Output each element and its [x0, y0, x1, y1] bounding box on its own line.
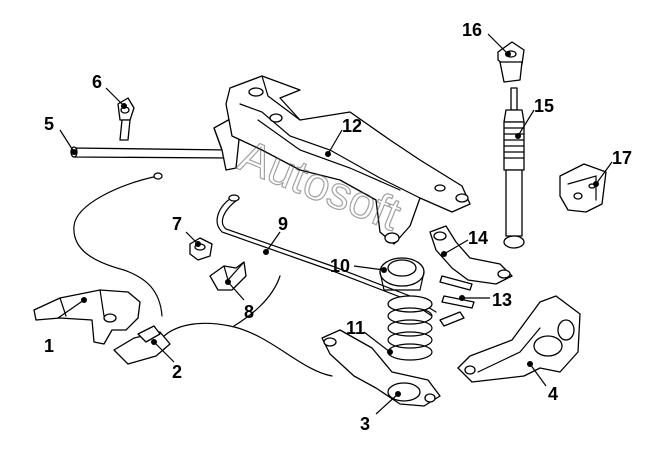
bolts-part: [439, 275, 475, 327]
callout-4: 4: [548, 384, 558, 404]
upper-link-arm-part: [429, 225, 513, 285]
shock-absorber-part: [503, 87, 525, 249]
callout-17: 17: [612, 148, 632, 168]
coil-spring-part: [387, 295, 433, 361]
link-bushing-part: [117, 97, 135, 141]
callout-9: 9: [278, 214, 288, 234]
callout-3: 3: [360, 414, 370, 434]
callout-6: 6: [92, 72, 102, 92]
brake-cable-part: [73, 172, 333, 377]
clamp-part: [209, 261, 247, 291]
bushing-part: [189, 237, 213, 261]
callout-15: 15: [534, 96, 554, 116]
bracket-part: [559, 163, 607, 213]
callout-13: 13: [492, 290, 512, 310]
anti-roll-bar-part: [216, 194, 437, 317]
callout-1: 1: [44, 336, 54, 356]
lower-arm-part: [321, 329, 441, 407]
spring-seat-part: [379, 257, 425, 291]
callout-16: 16: [462, 20, 482, 40]
callout-11: 11: [346, 318, 365, 338]
trailing-arm-part: [457, 295, 581, 383]
callout-5: 5: [44, 114, 54, 134]
leader-lines: [57, 33, 613, 415]
callout-12: 12: [342, 116, 362, 136]
stabilizer-bar-part: [70, 117, 241, 171]
callout-8: 8: [244, 302, 254, 322]
callout-labels: 1 2 3 4 5 6 7 8 9 10 11 12 13 14 15 16 1…: [44, 20, 632, 434]
callout-14: 14: [468, 228, 488, 248]
callout-2: 2: [172, 362, 182, 382]
callout-10: 10: [330, 256, 350, 276]
callout-7: 7: [172, 214, 182, 234]
subframe-part: [225, 75, 471, 245]
cable-bracket-part: [113, 325, 171, 365]
